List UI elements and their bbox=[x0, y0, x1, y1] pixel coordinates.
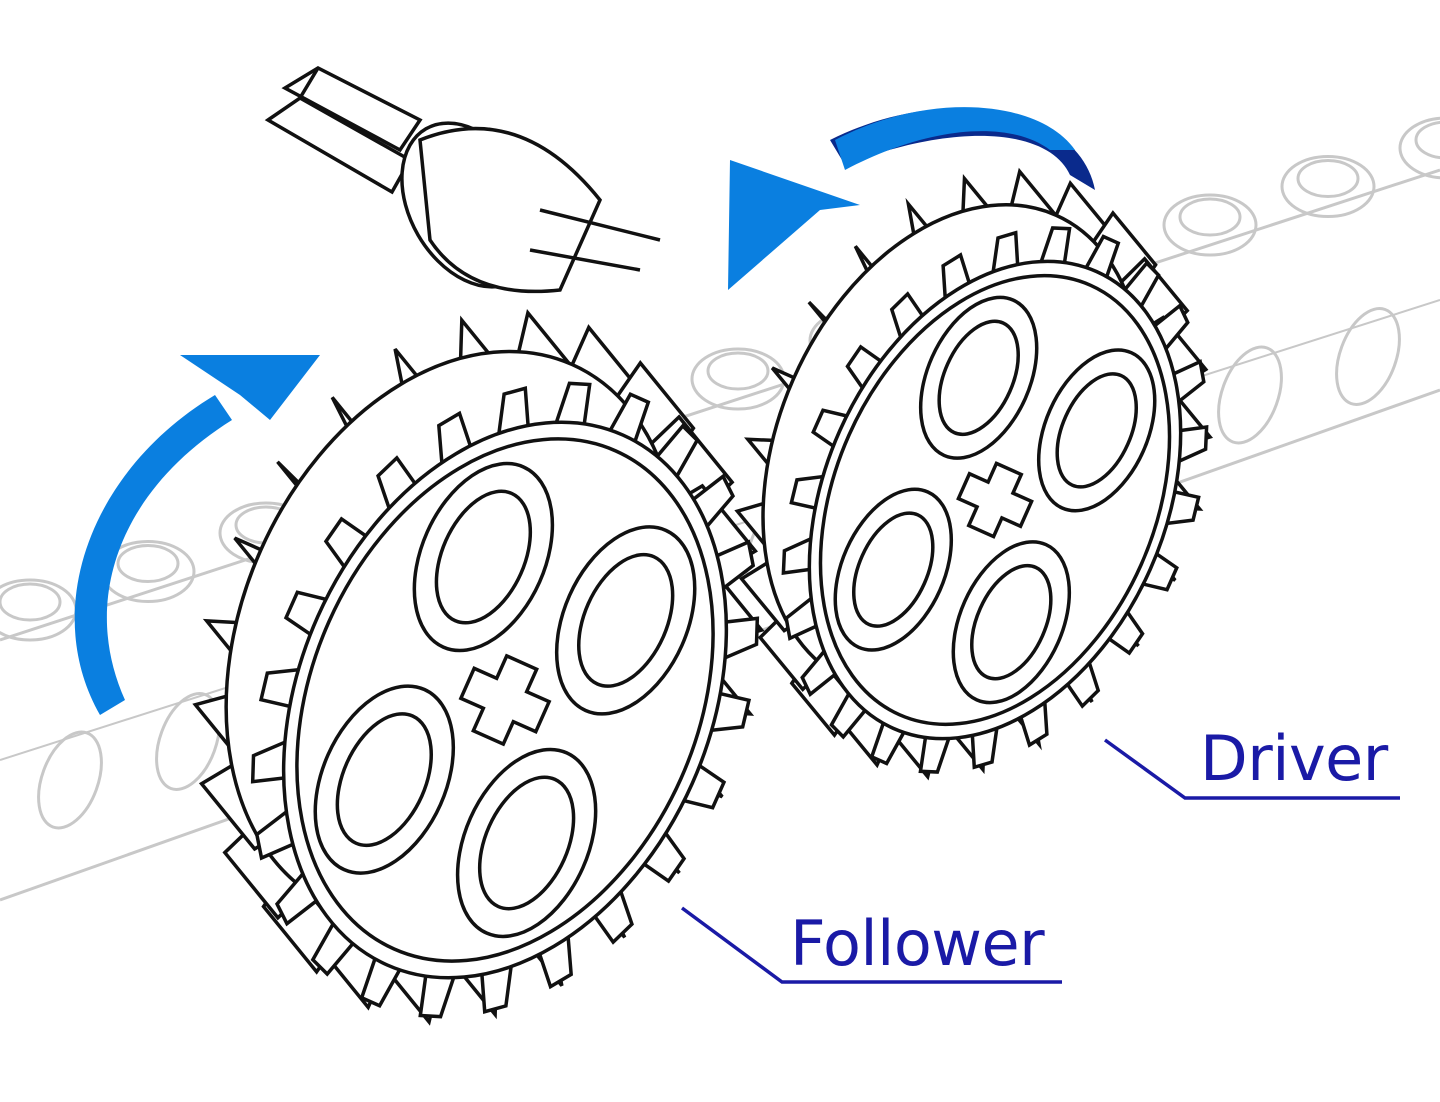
beam-hole bbox=[1335, 307, 1401, 406]
gear-lobe bbox=[313, 684, 456, 875]
beam-stud-top bbox=[1178, 197, 1242, 237]
follower-leader-line bbox=[680, 906, 1062, 984]
beam-stud-top bbox=[706, 351, 770, 391]
follower-gear bbox=[192, 309, 765, 1026]
beam-stud-top bbox=[116, 544, 180, 583]
beam-stud bbox=[1162, 193, 1258, 257]
follower-label: Follower bbox=[790, 907, 1045, 980]
gear-lobe bbox=[554, 525, 697, 716]
gear-lobe-inner bbox=[937, 319, 1020, 437]
gear-axle-hole bbox=[458, 653, 552, 747]
gear-lobe-inner bbox=[577, 552, 675, 688]
beam-hole bbox=[1217, 345, 1283, 445]
gear-inner-rim bbox=[295, 437, 715, 963]
beam-hole bbox=[155, 692, 221, 791]
gear-lobe bbox=[918, 295, 1039, 460]
gear-lobe bbox=[412, 461, 555, 653]
gear-inner-rim bbox=[818, 273, 1172, 727]
gear-lobe-inner bbox=[434, 489, 533, 625]
beam-stud-top bbox=[1414, 120, 1440, 160]
callout-leader-lines bbox=[680, 738, 1400, 984]
gear-lobe-inner bbox=[477, 775, 576, 911]
beam-stud-top bbox=[1296, 159, 1360, 198]
axle-icon bbox=[264, 65, 661, 294]
counterclockwise-arrow-icon bbox=[728, 107, 1095, 290]
gear-lobe-inner bbox=[852, 511, 935, 628]
gear-lobe-inner bbox=[1055, 372, 1138, 489]
beam-hole bbox=[37, 730, 103, 830]
gear-lobe bbox=[951, 540, 1072, 705]
gear-lobe bbox=[1036, 348, 1157, 513]
gear-lobe bbox=[455, 747, 598, 939]
gear-lobe bbox=[833, 487, 954, 652]
driver-gear bbox=[734, 167, 1214, 781]
driver-leader-line bbox=[1103, 738, 1400, 800]
driver-label: Driver bbox=[1200, 722, 1388, 795]
gear-lobe-inner bbox=[970, 563, 1053, 681]
beam-stud-top bbox=[0, 582, 62, 622]
beam-stud bbox=[1398, 116, 1440, 180]
clockwise-arrow-icon bbox=[74, 355, 320, 715]
beam-stud bbox=[1280, 155, 1376, 218]
gear-axle-hole bbox=[956, 461, 1034, 539]
gear-lobe-inner bbox=[335, 712, 433, 848]
